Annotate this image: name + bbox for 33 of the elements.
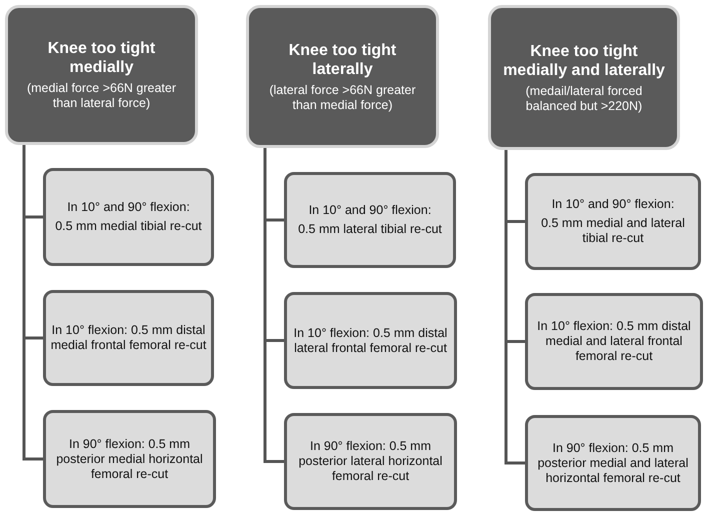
category-title: Knee too tight medially and laterally: [502, 42, 666, 80]
category-title: Knee too tight laterally: [288, 40, 398, 78]
action-text: 0.5 mm medial and lateral tibial re-cut: [540, 216, 686, 246]
category-note: (medail/lateral forced balanced but >220N): [524, 84, 644, 114]
category-note: (medial force >66N greater than lateral force): [26, 81, 178, 111]
action-text: 0.5 mm medial tibial re-cut: [55, 219, 202, 234]
action-box: [525, 293, 703, 390]
category-box: [246, 5, 439, 148]
action-box: [525, 173, 701, 270]
action-box: [43, 168, 214, 266]
action-text: In 10° flexion: 0.5 mm distal medial frontal femoral re-cut: [50, 323, 207, 353]
action-box: [284, 292, 457, 389]
action-box: [284, 413, 457, 510]
action-box: [525, 415, 701, 511]
connector-line: [264, 148, 284, 463]
action-text: In 90° flexion: 0.5 mm posterior medial horizontal femoral re-cut: [55, 436, 204, 482]
action-text: In 10° and 90° flexion:: [552, 197, 674, 212]
connector-line: [22, 145, 43, 460]
category-note: (lateral force >66N greater than medial force): [268, 82, 417, 112]
category-box: [5, 5, 198, 145]
category-box: [488, 5, 680, 150]
action-text: 0.5 mm lateral tibial re-cut: [298, 222, 442, 237]
action-box: [43, 290, 214, 386]
action-box: [43, 410, 216, 508]
action-text: In 10° and 90° flexion:: [308, 203, 432, 218]
action-text: In 10° flexion: 0.5 mm distal medial and lateral frontal femoral re-cut: [536, 319, 692, 364]
connector-line: [504, 150, 525, 464]
action-text: In 10° flexion: 0.5 mm distal lateral frontal femoral re-cut: [292, 326, 448, 356]
category-title: Knee too tight medially: [46, 39, 156, 77]
action-text: In 10° and 90° flexion:: [67, 200, 190, 215]
action-text: In 90° flexion: 0.5 mm posterior lateral horizontal femoral re-cut: [298, 439, 444, 484]
action-text: In 90° flexion: 0.5 mm posterior medial and lateral horizontal femoral re-cut: [536, 440, 690, 486]
action-box: [284, 172, 456, 268]
